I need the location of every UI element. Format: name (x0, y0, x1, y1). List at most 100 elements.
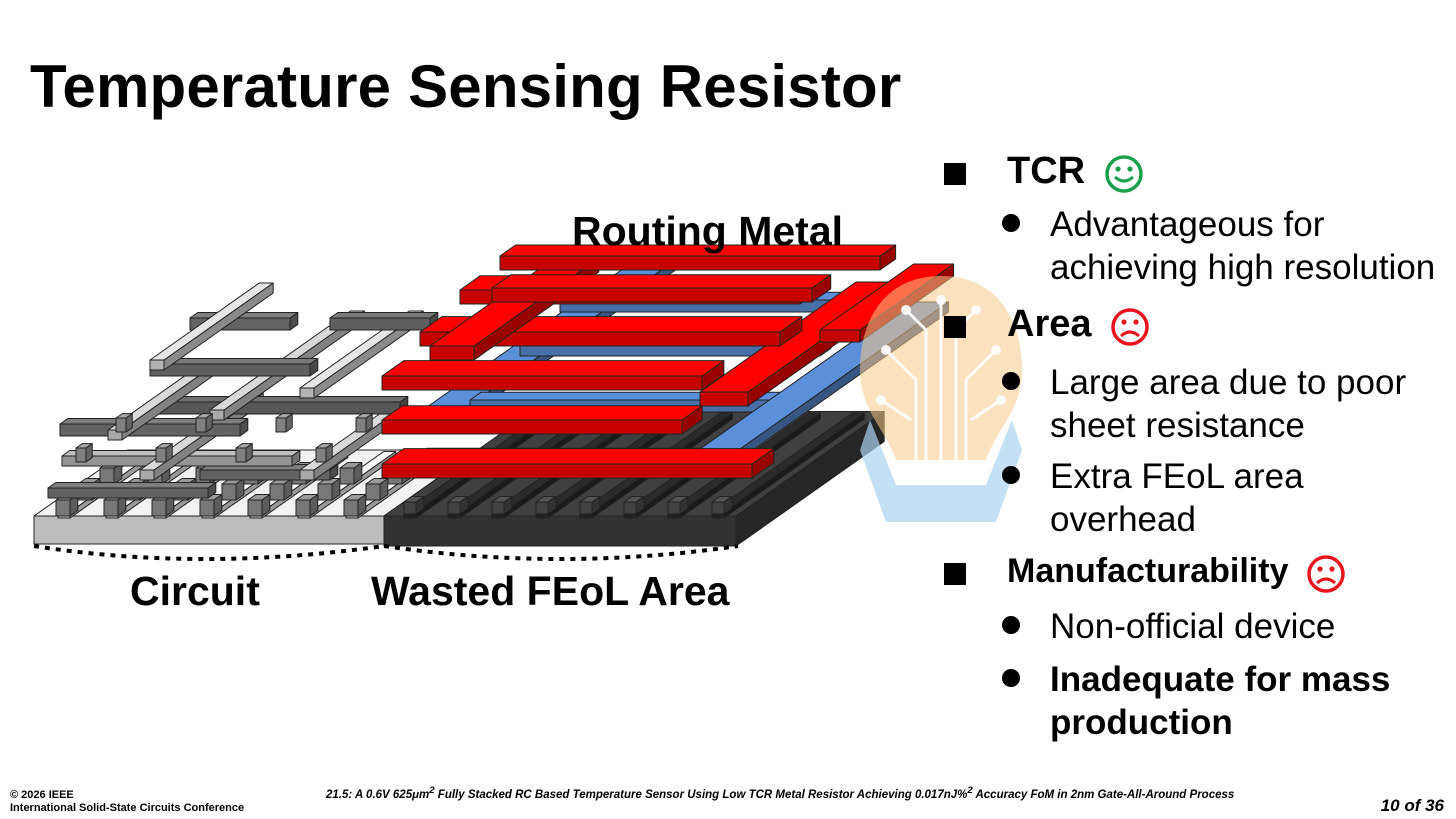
round-bullet-icon (1002, 669, 1020, 687)
page-number: 10 of 36 (1380, 796, 1444, 815)
routing-metal-stack (381, 244, 955, 479)
circuit-via (275, 417, 287, 433)
circuit-via (195, 413, 213, 419)
square-bullet-icon (944, 563, 966, 585)
round-bullet-icon (1002, 372, 1020, 390)
paper-title-part: 21.5: A 0.6V 625μm (326, 788, 430, 801)
circuit-label: Circuit (130, 568, 260, 614)
red-metal-layer (381, 463, 753, 479)
conference-text: International Solid-State Circuits Confe… (10, 802, 245, 814)
circuit-metal-bar (299, 387, 315, 399)
circuit-via (365, 483, 381, 501)
footer-paper-title: 21.5: A 0.6V 625μm2 Fully Stacked RC Bas… (326, 785, 1234, 801)
frown-icon (1307, 555, 1345, 593)
circuit-via (295, 499, 311, 517)
routing-metal-label: Routing Metal (572, 208, 844, 254)
circuit-via (151, 499, 167, 517)
wasted-via (579, 501, 593, 515)
square-bullet-icon (944, 163, 966, 185)
wasted-via (711, 501, 725, 515)
circuit-metal-bar (47, 487, 209, 499)
circuit-via (235, 447, 247, 463)
circuit-metal-bar (149, 396, 409, 403)
wasted-via (447, 496, 469, 503)
sub-bullet-line: Non-official device (1050, 607, 1336, 646)
paper-title-sup: 2 (429, 785, 435, 796)
circuit-via (195, 417, 207, 433)
circuit-metal-bar (149, 363, 311, 377)
bullet-manufacturability-text: Manufacturability (1007, 552, 1289, 590)
circuit-metal-bar (149, 282, 274, 361)
circuit-via (75, 443, 93, 449)
circuit-via (355, 417, 367, 433)
paper-title-sup: 2 (967, 785, 973, 796)
circuit-via (55, 499, 71, 517)
circuit-metal-bar (299, 469, 315, 481)
smile-icon (1105, 155, 1143, 193)
red-metal-layer (381, 405, 703, 421)
sub-bullet-line: Inadequate for mass (1050, 660, 1391, 699)
circuit-via (221, 483, 237, 501)
circuit-via (155, 447, 167, 463)
circuit-via (115, 417, 127, 433)
wasted-via (403, 496, 425, 503)
circuit-via (339, 467, 355, 485)
circuit-structure (33, 282, 479, 545)
paper-title-part: Fully Stacked RC Based Temperature Senso… (434, 788, 968, 801)
footer-copyright: © 2026 IEEE International Solid-State Ci… (10, 789, 244, 815)
wasted-via (447, 501, 461, 515)
circuit-via (343, 499, 359, 517)
wasted-via (667, 496, 689, 503)
red-metal-layer (381, 360, 725, 377)
circuit-brace (33, 544, 385, 561)
wasted-via (491, 496, 513, 503)
copyright-text: © 2026 IEEE (10, 789, 74, 801)
red-metal-layer (381, 375, 703, 391)
circuit-via (155, 443, 173, 449)
circuit-metal-bar (149, 401, 401, 415)
paper-title-part: Accuracy FoM in 2nm Gate-All-Around Proc… (972, 788, 1235, 801)
sub-bullet-line: Extra FEoL area (1050, 457, 1304, 496)
circuit-via (339, 462, 363, 469)
circuit-via (269, 483, 285, 501)
square-bullet-icon (944, 316, 966, 338)
wasted-via (579, 496, 601, 503)
red-metal-layer (491, 274, 832, 289)
bullet-tcr: TCR (944, 150, 1143, 196)
wasted-substrate (383, 515, 737, 547)
red-metal-layer (381, 419, 683, 435)
circuit-substrate (33, 515, 385, 545)
slide-title: Temperature Sensing Resistor (30, 53, 902, 120)
sub-bullet-line: Large area due to poor (1050, 363, 1407, 402)
circuit-via (315, 447, 327, 463)
circuit-via (99, 467, 115, 485)
wasted-via (667, 501, 681, 515)
wasted-brace (383, 544, 739, 561)
red-metal-layer (381, 448, 775, 465)
circuit-metal-bar (329, 317, 431, 331)
circuit-metal-bar (139, 469, 155, 481)
round-bullet-icon (1002, 616, 1020, 634)
sub-bullet-line: sheet resistance (1050, 406, 1305, 445)
red-metal-layer (819, 329, 861, 343)
circuit-via (103, 499, 119, 517)
red-metal-layer (429, 345, 475, 361)
red-metal-layer (699, 391, 749, 407)
sub-bullet-line: Advantageous for (1050, 205, 1325, 244)
round-bullet-icon (1002, 466, 1020, 484)
wasted-feol-label: Wasted FEoL Area (371, 568, 730, 614)
wasted-via (535, 501, 549, 515)
circuit-via (355, 413, 373, 419)
red-metal-layer (499, 255, 881, 271)
circuit-via (275, 413, 293, 419)
red-metal-layer (499, 244, 897, 257)
red-metal-layer (491, 287, 813, 303)
circuit-metal-bar (329, 312, 439, 319)
wasted-via (623, 501, 637, 515)
wasted-via (491, 501, 505, 515)
sub-bullet-line: achieving high resolution (1050, 248, 1436, 287)
circuit-metal-bar (149, 359, 165, 371)
circuit-via (75, 447, 87, 463)
lightbulb-watermark-icon (860, 276, 1022, 522)
